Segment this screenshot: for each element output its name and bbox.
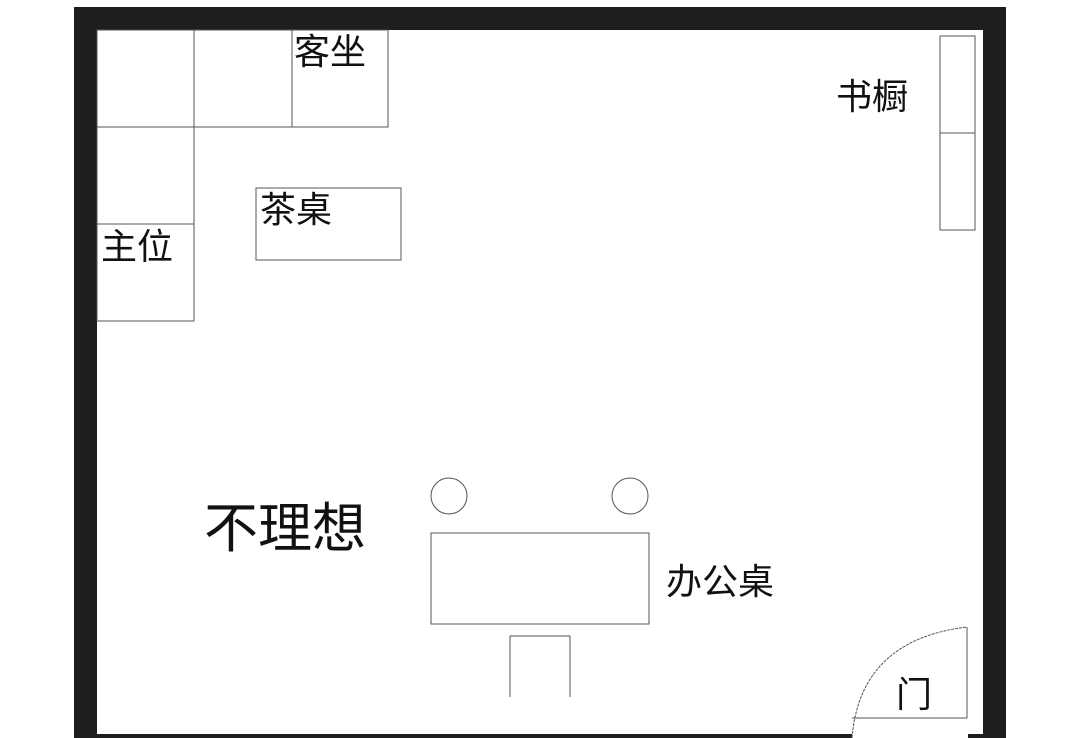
wall-left xyxy=(74,7,97,738)
seat-left-1 xyxy=(96,126,195,225)
verdict-label: 不理想 xyxy=(204,497,366,560)
desk-chair xyxy=(509,635,571,697)
door-label: 门 xyxy=(896,675,933,716)
office-desk-label: 办公桌 xyxy=(666,562,775,603)
chair-left xyxy=(430,477,468,515)
tea-table xyxy=(255,187,402,261)
office-desk xyxy=(430,532,650,625)
bookcase-upper xyxy=(939,35,976,134)
host-seat xyxy=(96,223,195,322)
wall-bottom-right xyxy=(968,734,1006,738)
seat-top-2 xyxy=(193,29,293,128)
guest-seat-label: 客坐 xyxy=(294,32,367,73)
tea-table-label: 茶桌 xyxy=(260,190,333,231)
guest-seat xyxy=(291,29,389,128)
wall-top xyxy=(74,7,1006,30)
host-seat-label: 主位 xyxy=(101,227,174,268)
bookcase-lower xyxy=(939,132,976,231)
bookcase-label: 书橱 xyxy=(836,77,909,118)
chair-right xyxy=(611,477,649,515)
wall-bottom xyxy=(74,734,852,738)
door-swing-arc xyxy=(851,626,968,738)
seat-top-1 xyxy=(96,29,195,128)
wall-right xyxy=(983,7,1006,738)
